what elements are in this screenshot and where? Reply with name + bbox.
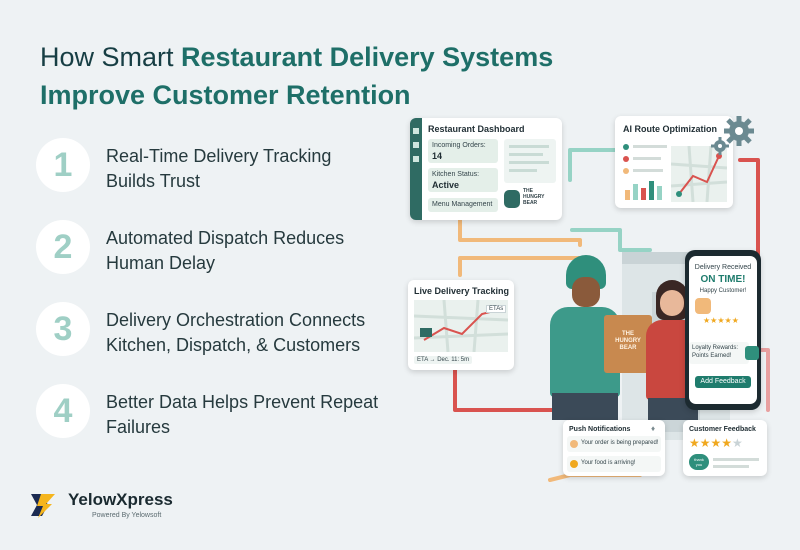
menu-management-button[interactable]: Menu Management xyxy=(428,198,498,212)
title-prefix: How Smart xyxy=(40,42,182,72)
live-delivery-tracking-card: Live Delivery Tracking ETAs ETA → Dec. 1… xyxy=(408,280,514,370)
shield-check-icon xyxy=(745,346,759,360)
home-icon[interactable] xyxy=(413,128,419,134)
phone-stars: ★★★★★ xyxy=(703,316,739,325)
bell-alert-icon xyxy=(570,440,578,448)
route-map-icon xyxy=(671,146,727,202)
small-gear-icon xyxy=(711,137,729,155)
brand: YelowXpress Powered By Yelowsoft xyxy=(28,488,228,528)
page-title: How Smart Restaurant Delivery Systems Im… xyxy=(40,38,600,114)
reason-number: 1 xyxy=(36,138,90,192)
incoming-orders-box: Incoming Orders: 14 xyxy=(428,139,498,163)
face xyxy=(572,277,600,307)
notifications-title: Push Notifications xyxy=(569,426,631,433)
phone-line1: Delivery Received xyxy=(694,264,752,271)
route-line xyxy=(458,216,582,247)
route-line xyxy=(570,228,652,252)
brand-name: YelowXpress xyxy=(68,490,173,509)
kitchen-status-box: Kitchen Status: Active xyxy=(428,168,498,192)
bar-chart-icon xyxy=(625,181,662,200)
phone: Delivery Received ON TIME! Happy Custome… xyxy=(685,250,761,410)
add-feedback-button[interactable]: Add Feedback xyxy=(695,376,751,388)
phone-line3: Happy Customer! xyxy=(699,288,747,294)
title-highlight-1: Restaurant Delivery Systems xyxy=(181,42,554,72)
route-line xyxy=(568,148,632,182)
star-badge-icon xyxy=(570,460,578,468)
reason-number: 2 xyxy=(36,220,90,274)
push-notifications-card: Push Notifications ♦ Your order is being… xyxy=(563,420,665,476)
route-line xyxy=(458,256,582,277)
route-lines xyxy=(453,148,770,482)
settings-icon[interactable] xyxy=(413,156,419,162)
reason-number: 3 xyxy=(36,302,90,356)
feedback-title: Customer Feedback xyxy=(689,426,756,433)
thumbs-up-icon xyxy=(695,298,711,314)
eta-line: ETA → Dec. 11: 5m xyxy=(414,356,473,364)
route-title: AI Route Optimization xyxy=(623,124,717,134)
kitchen-status-value: Active xyxy=(432,180,460,190)
restaurant-dashboard-card: Restaurant Dashboard Incoming Orders: 14… xyxy=(410,118,562,220)
phone-ontime: ON TIME! xyxy=(700,274,746,285)
brand-tagline: Powered By Yelowsoft xyxy=(92,512,162,519)
phone-screen: Delivery Received ON TIME! Happy Custome… xyxy=(689,256,757,404)
tracking-title: Live Delivery Tracking xyxy=(414,286,510,296)
bolt-logo-icon xyxy=(31,494,55,518)
orders-icon[interactable] xyxy=(413,142,419,148)
notification-item[interactable]: Your order is being prepared! xyxy=(567,436,661,452)
dashboard-title: Restaurant Dashboard xyxy=(428,124,525,134)
reason-number: 4 xyxy=(36,384,90,438)
illustration: Restaurant Dashboard Incoming Orders: 14… xyxy=(400,110,800,550)
ai-route-optimization-card: AI Route Optimization xyxy=(615,116,733,208)
bell-icon: ♦ xyxy=(651,424,656,433)
incoming-orders-value: 14 xyxy=(432,151,443,161)
loyalty-rewards-box: Loyalty Rewards: Points Earned! xyxy=(689,342,749,364)
title-highlight-2: Improve Customer Retention xyxy=(40,80,411,110)
bear-icon xyxy=(504,190,520,208)
eta-tag: ETAs xyxy=(486,305,507,313)
feedback-stars: ★★★★★ xyxy=(689,436,743,450)
orders-list-panel xyxy=(504,139,556,183)
notification-item[interactable]: Your food is arriving! xyxy=(567,456,661,472)
gear-icon xyxy=(724,116,754,146)
